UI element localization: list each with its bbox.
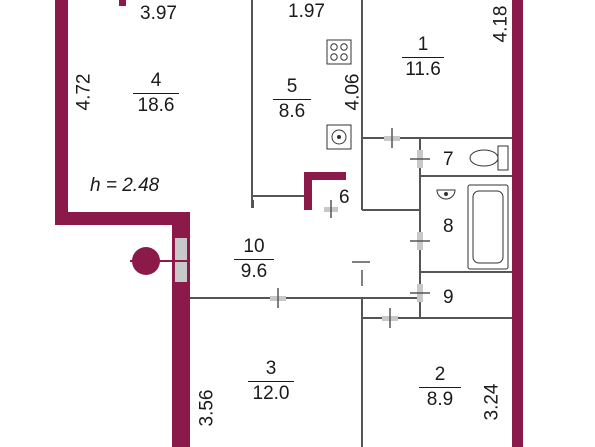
room-number: 3	[265, 358, 277, 379]
washbasin-icon	[436, 189, 456, 200]
sink-icon	[326, 124, 352, 150]
bathtub-icon	[467, 184, 509, 270]
room-1: 1 11.6	[402, 34, 444, 81]
stove-icon	[326, 39, 352, 65]
door-openings	[175, 136, 423, 321]
wall-segment	[512, 0, 523, 447]
door-gap	[175, 262, 187, 282]
dimension-label: 1.97	[288, 1, 325, 22]
interior-walls	[185, 0, 512, 447]
wall-segment	[304, 172, 312, 210]
room-2: 2 8.9	[419, 364, 461, 411]
room-9-number: 9	[443, 287, 454, 308]
room-number: 5	[286, 76, 298, 97]
riser-icon	[130, 247, 188, 275]
room-10: 10 9.6	[234, 236, 274, 283]
wall-segment	[55, 212, 190, 225]
room-number: 1	[417, 34, 429, 55]
room-area: 8.6	[273, 99, 311, 123]
dimension-label: 3.24	[481, 383, 503, 421]
door-gap	[175, 238, 187, 260]
room-3: 3 12.0	[248, 358, 294, 405]
room-6-number: 6	[339, 187, 350, 208]
room-4: 4 18.6	[133, 70, 179, 117]
wall-segment	[55, 0, 68, 225]
room-area: 11.6	[402, 57, 444, 81]
door-ticks	[277, 128, 430, 328]
room-number: 4	[150, 70, 162, 91]
dimension-label: 4.72	[73, 73, 95, 111]
toilet-icon	[469, 145, 509, 171]
room-7-number: 7	[443, 149, 454, 170]
wall-segment	[304, 172, 346, 180]
room-area: 12.0	[248, 381, 294, 405]
dimension-label: 4.06	[342, 73, 364, 111]
room-area: 18.6	[133, 93, 179, 117]
ceiling-height: h = 2.48	[90, 175, 160, 196]
room-number: 2	[434, 364, 446, 385]
room-8-number: 8	[443, 216, 454, 237]
dimension-label: 4.18	[490, 5, 512, 43]
dimension-label: 3.97	[140, 3, 177, 24]
room-5: 5 8.6	[273, 76, 311, 123]
room-number: 10	[243, 236, 265, 257]
room-area: 9.6	[234, 259, 274, 283]
room-area: 8.9	[419, 387, 461, 411]
dimension-label: 3.56	[196, 389, 218, 427]
wall-segment	[119, 0, 126, 6]
